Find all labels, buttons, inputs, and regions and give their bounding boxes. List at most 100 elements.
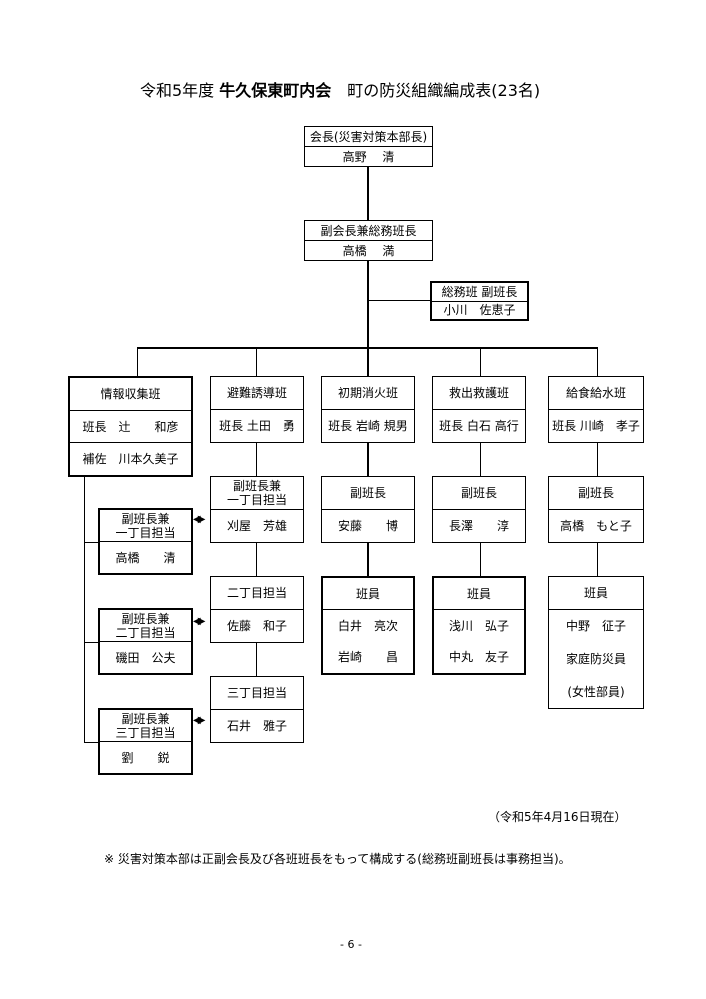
sub-name: 安藤 博 <box>322 509 414 542</box>
evac-sub-role: 副班長兼一丁目担当 <box>211 477 303 509</box>
connector <box>84 742 98 743</box>
member-role: 班員 <box>355 586 380 601</box>
fire-sub-box: 副班長 安藤 博 <box>321 476 415 543</box>
title-prefix: 令和5年度 <box>140 81 220 100</box>
info-sub-name: 劉 鋭 <box>100 741 191 773</box>
role-line: 一丁目担当 <box>226 493 287 507</box>
food-sub-box: 副班長 高橋 もと子 <box>548 476 644 543</box>
member-name: (女性部員) <box>567 684 625 699</box>
sub-role: 副班長 <box>349 486 386 500</box>
chair-name: 高野 清 <box>305 146 432 166</box>
info-sub-role: 副班長兼二丁目担当 <box>100 610 191 641</box>
connector <box>137 348 138 376</box>
chair-box: 会長(災害対策本部長) 高野 清 <box>304 126 433 167</box>
team-food-box: 給食給水班 班長 川崎 孝子 <box>548 376 644 443</box>
connector <box>597 348 598 376</box>
connector <box>480 348 481 376</box>
sub-name: 長澤 淳 <box>433 509 525 542</box>
role-line: 三丁目担当 <box>115 725 176 740</box>
member-name: 岩崎 昌 <box>337 650 398 665</box>
connector <box>480 542 481 576</box>
sub-role: 副班長 <box>460 486 497 500</box>
connector <box>367 166 369 220</box>
page-number: - 6 - <box>340 938 362 951</box>
evac-sub-name: 刈屋 芳雄 <box>211 509 303 542</box>
info-sub-role: 副班長兼三丁目担当 <box>100 710 191 741</box>
connector <box>256 542 257 576</box>
member-name: 中野 征子 <box>565 619 626 634</box>
team-name: 給食給水班 <box>565 386 626 400</box>
team-leader: 班長 白石 高行 <box>433 409 525 442</box>
evac-sub-box: 副班長兼一丁目担当 刈屋 芳雄 <box>210 476 304 543</box>
member-list: 中野 征子家庭防災員(女性部員) <box>549 609 643 708</box>
team-leader: 班長 辻 和彦 <box>70 409 191 443</box>
member-name: 白井 亮次 <box>337 618 398 633</box>
info-sub-box: 副班長兼三丁目担当 劉 鋭 <box>98 708 193 775</box>
role-line: 副班長兼 <box>121 611 170 626</box>
chair-role: 会長(災害対策本部長) <box>309 129 428 144</box>
fire-member-box: 班員 白井 亮次岩崎 昌 <box>321 576 415 675</box>
team-info-box: 情報収集班 班長 辻 和彦 補佐 川本久美子 <box>68 376 193 477</box>
rescue-member-box: 班員 浅川 弘子中丸 友子 <box>432 576 526 675</box>
connector <box>480 442 481 476</box>
team-assistant: 補佐 川本久美子 <box>70 442 191 475</box>
team-name: 救出救護班 <box>448 386 509 400</box>
page-title: 令和5年度 牛久保東町内会 町の防災組織編成表(23名) <box>140 77 540 101</box>
connector <box>368 300 430 301</box>
connector <box>597 542 598 576</box>
team-name: 情報収集班 <box>100 386 161 401</box>
member-role: 班員 <box>466 586 491 601</box>
team-name: 避難誘導班 <box>226 386 287 400</box>
connector <box>256 442 257 476</box>
evac-sub-box: 二丁目担当 佐藤 和子 <box>210 576 304 643</box>
connector <box>84 476 85 742</box>
member-list: 浅川 弘子中丸 友子 <box>434 609 524 673</box>
info-sub-name: 高橋 清 <box>100 541 191 573</box>
member-name: 浅川 弘子 <box>448 618 509 633</box>
member-name: 中丸 友子 <box>448 650 509 665</box>
team-evac-box: 避難誘導班 班長 土田 勇 <box>210 376 304 443</box>
connector <box>367 542 369 576</box>
evac-sub-role: 三丁目担当 <box>226 686 287 700</box>
role-line: 副班長兼 <box>121 711 170 726</box>
footnote: ※ 災害対策本部は正副会長及び各班班長をもって構成する(総務班副班長は事務担当)… <box>104 852 571 866</box>
connector <box>597 442 598 476</box>
food-member-box: 班員 中野 征子家庭防災員(女性部員) <box>548 576 644 709</box>
connector <box>84 542 98 543</box>
sub-role: 副班長 <box>577 486 614 500</box>
soumu-box: 総務班 副班長 小川 佐恵子 <box>430 281 529 321</box>
evac-sub-name: 石井 雅子 <box>211 709 303 742</box>
date-note: （令和5年4月16日現在） <box>488 810 627 824</box>
info-sub-box: 副班長兼二丁目担当 磯田 公夫 <box>98 608 193 675</box>
role-line: 一丁目担当 <box>115 525 176 540</box>
sub-name: 高橋 もと子 <box>549 509 643 542</box>
rescue-sub-box: 副班長 長澤 淳 <box>432 476 526 543</box>
role-line: 二丁目担当 <box>115 625 176 640</box>
connector <box>256 642 257 676</box>
info-sub-name: 磯田 公夫 <box>100 641 191 673</box>
team-leader: 班長 岩崎 規男 <box>322 409 414 442</box>
team-name: 初期消火班 <box>337 386 398 400</box>
role-line: 副班長兼 <box>121 511 170 526</box>
connector <box>367 260 369 348</box>
evac-sub-name: 佐藤 和子 <box>211 609 303 642</box>
member-role: 班員 <box>583 586 608 600</box>
role-line: 副班長兼 <box>232 479 281 493</box>
title-org: 牛久保東町内会 <box>219 81 332 100</box>
team-leader: 班長 土田 勇 <box>211 409 303 442</box>
double-arrow-icon: ◀▶ <box>193 616 206 627</box>
vice-name: 高橋 満 <box>305 240 432 260</box>
vice-role: 副会長兼総務班長 <box>320 223 417 238</box>
info-sub-role: 副班長兼一丁目担当 <box>100 510 191 541</box>
connector <box>256 348 257 376</box>
double-arrow-icon: ◀▶ <box>193 514 206 525</box>
vice-chair-box: 副会長兼総務班長 高橋 満 <box>304 220 433 261</box>
connector <box>84 642 98 643</box>
team-rescue-box: 救出救護班 班長 白石 高行 <box>432 376 526 443</box>
double-arrow-icon: ◀▶ <box>193 715 206 726</box>
info-sub-box: 副班長兼一丁目担当 高橋 清 <box>98 508 193 575</box>
connector <box>367 348 369 376</box>
team-leader: 班長 川崎 孝子 <box>549 409 643 442</box>
evac-sub-box: 三丁目担当 石井 雅子 <box>210 676 304 743</box>
